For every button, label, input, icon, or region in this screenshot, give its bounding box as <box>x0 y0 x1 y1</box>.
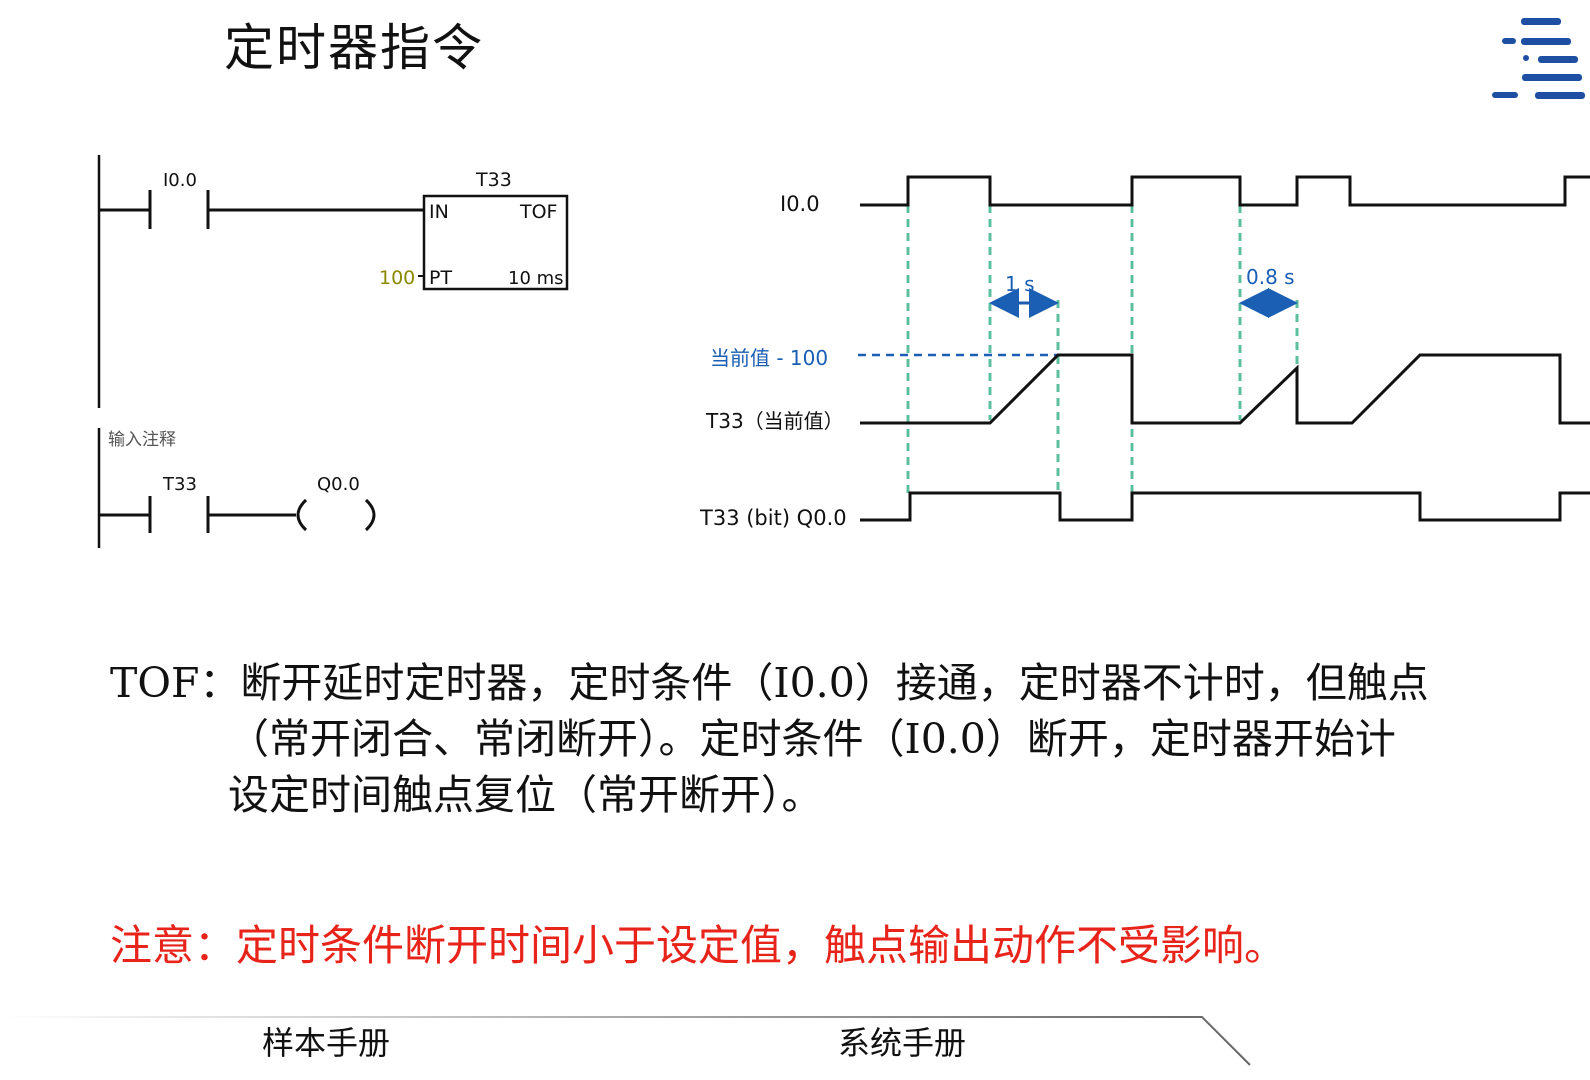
label-interval-1: 1 s <box>1005 272 1035 296</box>
company-logo <box>1492 18 1585 99</box>
note-warning: 注意：定时条件断开时间小于设定值，触点输出动作不受影响。 <box>110 921 1287 970</box>
contact-t33-label: T33 <box>162 474 197 495</box>
coil-right-arc <box>364 498 376 532</box>
ladder-labels: I0.0 T33 IN TOF PT 100 10 ms 输入注释 T33 Q0… <box>108 169 564 495</box>
waveform-t33-bit <box>860 491 1590 522</box>
rung-comment: 输入注释 <box>108 430 176 450</box>
label-t33-bit: T33 (bit) Q0.0 <box>699 506 847 530</box>
timer-pt-label: PT <box>429 267 452 289</box>
footer-link-system-manual[interactable]: 系统手册 <box>838 1024 967 1062</box>
label-t33-current: T33（当前值） <box>705 409 844 433</box>
timing-labels: I0.0 当前值 - 100 T33（当前值） T33 (bit) Q0.0 1… <box>699 192 1295 530</box>
label-interval-2: 0.8 s <box>1246 265 1295 289</box>
page-title: 定时器指令 <box>224 19 484 77</box>
label-i00: I0.0 <box>780 192 820 216</box>
label-preset: 当前值 - 100 <box>710 346 828 370</box>
timing-waveforms <box>860 175 1590 522</box>
description-line-2: （常开闭合、常闭断开）。定时条件（I0.0）断开，定时器开始计 <box>228 715 1396 763</box>
ladder-diagram <box>95 155 569 548</box>
coil-left-arc <box>296 498 308 532</box>
contact-i00-label: I0.0 <box>163 170 197 191</box>
timer-name-label: T33 <box>475 169 512 191</box>
footer-link-sample-manual[interactable]: 样本手册 <box>262 1024 391 1062</box>
footer-separator <box>0 1016 1251 1066</box>
waveform-t33-current <box>860 353 1590 425</box>
timer-type-label: TOF <box>519 201 558 223</box>
timer-in-label: IN <box>429 201 449 223</box>
waveform-i00 <box>860 175 1590 207</box>
timing-dashed-guides <box>906 205 1299 495</box>
description-line-1: TOF：断开延时定时器，定时条件（I0.0）接通，定时器不计时，但触点 <box>110 659 1429 707</box>
timer-resolution-label: 10 ms <box>508 268 564 289</box>
tof-description: TOF：断开延时定时器，定时条件（I0.0）接通，定时器不计时，但触点 （常开闭… <box>110 655 1590 823</box>
coil-q00-label: Q0.0 <box>317 474 360 495</box>
description-line-3: 设定时间触点复位（常开断开）。 <box>228 771 823 819</box>
timer-preset-value: 100 <box>379 267 415 289</box>
tof-timer-block <box>422 194 569 291</box>
